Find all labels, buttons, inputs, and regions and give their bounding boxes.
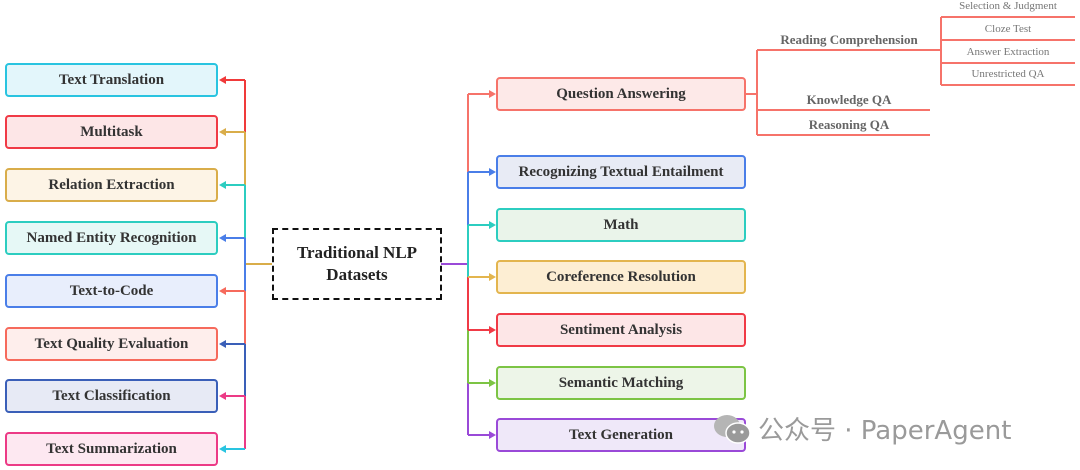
arrowhead-icon bbox=[219, 234, 226, 242]
watermark-text: 公众号 · PaperAgent bbox=[758, 416, 1012, 446]
root-node: Traditional NLP Datasets bbox=[272, 228, 442, 300]
reading-sub-label: Cloze Test bbox=[984, 23, 1032, 35]
node-label: Semantic Matching bbox=[558, 374, 684, 391]
root-title-line1: Traditional NLP bbox=[296, 243, 418, 262]
left-node: Multitask bbox=[5, 115, 218, 149]
arrowhead-icon bbox=[219, 392, 226, 400]
node-label: Recognizing Textual Entailment bbox=[518, 163, 724, 180]
arrowhead-icon bbox=[489, 221, 496, 229]
root-title-line2: Datasets bbox=[326, 265, 388, 284]
node-label: Text Classification bbox=[52, 387, 171, 404]
node-label: Text Generation bbox=[568, 426, 674, 443]
arrowhead-icon bbox=[489, 431, 496, 439]
arrowhead-icon bbox=[489, 379, 496, 387]
node-label: Question Answering bbox=[556, 85, 686, 102]
arrowhead-icon bbox=[489, 273, 496, 281]
left-node: Text Classification bbox=[5, 379, 218, 413]
node-label: Multitask bbox=[80, 123, 143, 140]
arrowhead-icon bbox=[489, 326, 496, 334]
arrowhead-icon bbox=[219, 76, 226, 84]
arrowhead-icon bbox=[489, 168, 496, 176]
arrowhead-icon bbox=[219, 445, 226, 453]
reading-comprehension-label: Reading Comprehension bbox=[780, 32, 918, 47]
reading-sub-label: Unrestricted QA bbox=[971, 68, 1045, 80]
wechat-icon bbox=[714, 414, 751, 444]
node-label: Text Quality Evaluation bbox=[34, 335, 189, 352]
node-label: Math bbox=[603, 216, 639, 233]
arrowhead-icon bbox=[219, 287, 226, 295]
right-node: Coreference Resolution bbox=[496, 260, 746, 294]
left-node: Text Quality Evaluation bbox=[5, 327, 218, 361]
left-node: Named Entity Recognition bbox=[5, 221, 218, 255]
right-node: Math bbox=[496, 208, 746, 242]
arrowhead-icon bbox=[489, 90, 496, 98]
reading-sub-label: Selection & Judgment bbox=[959, 0, 1057, 12]
right-node: Text Generation bbox=[496, 418, 746, 452]
left-node: Text Summarization bbox=[5, 432, 218, 466]
node-label: Text-to-Code bbox=[69, 282, 154, 299]
knowledge-qa-label: Knowledge QA bbox=[806, 92, 892, 107]
right-node: Semantic Matching bbox=[496, 366, 746, 400]
reasoning-qa-label: Reasoning QA bbox=[808, 117, 890, 132]
watermark: 公众号 · PaperAgent bbox=[712, 410, 1011, 447]
right-node: Recognizing Textual Entailment bbox=[496, 155, 746, 189]
left-node: Text-to-Code bbox=[5, 274, 218, 308]
arrowhead-icon bbox=[219, 340, 226, 348]
arrowhead-icon bbox=[219, 128, 226, 136]
node-label: Coreference Resolution bbox=[546, 268, 696, 285]
right-node: Question Answering bbox=[496, 77, 746, 111]
node-label: Sentiment Analysis bbox=[559, 321, 683, 338]
right-node: Sentiment Analysis bbox=[496, 313, 746, 347]
left-node: Relation Extraction bbox=[5, 168, 218, 202]
left-node: Text Translation bbox=[5, 63, 218, 97]
arrowhead-icon bbox=[219, 181, 226, 189]
node-label: Named Entity Recognition bbox=[26, 229, 197, 246]
qa-branches bbox=[745, 16, 1075, 136]
node-label: Text Summarization bbox=[46, 440, 177, 457]
node-label: Text Translation bbox=[58, 71, 165, 88]
reading-sub-label: Answer Extraction bbox=[966, 46, 1050, 58]
node-label: Relation Extraction bbox=[48, 176, 175, 193]
